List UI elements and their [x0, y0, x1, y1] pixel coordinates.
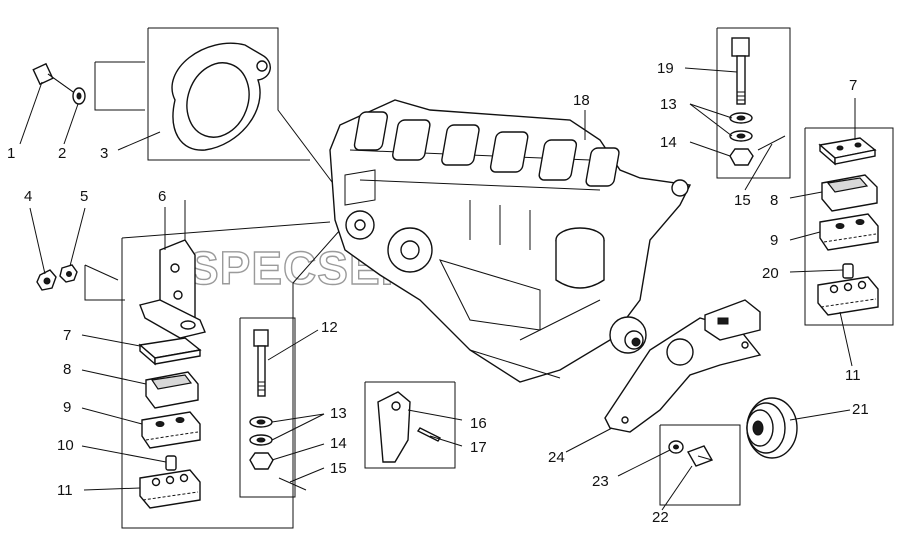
callout-15-left: 15	[330, 460, 347, 477]
front-bracket	[604, 299, 762, 433]
callout-17: 17	[470, 439, 487, 456]
callout-10: 10	[57, 437, 74, 454]
callout-9-left: 9	[63, 399, 71, 416]
frame-flange-group-bottom	[147, 28, 310, 161]
callout-16: 16	[470, 415, 487, 432]
callout-6: 6	[158, 188, 166, 205]
callout-7-right: 7	[849, 77, 857, 94]
callout-24: 24	[548, 449, 565, 466]
frame-left-mount	[121, 229, 341, 529]
callout-11-right: 11	[845, 367, 861, 384]
bracket-left	[139, 200, 206, 339]
frame-flange-group	[148, 27, 339, 191]
callout-1: 1	[7, 145, 15, 162]
cotter-bracket	[377, 391, 442, 463]
pulley-assembly	[668, 397, 798, 467]
frame-right-mount	[804, 127, 894, 326]
callout-4: 4	[24, 188, 32, 205]
frame-nut-side	[84, 265, 125, 301]
callout-13-left: 13	[330, 405, 347, 422]
right-pad-stack	[817, 137, 879, 316]
callout-11-left: 11	[57, 482, 73, 499]
callout-3: 3	[100, 145, 108, 162]
callout-9-right: 9	[770, 232, 778, 249]
callout-numbers: 1 2 3 4 5 6 7 8 9 10 11 12 13 14 15 16 1…	[7, 60, 869, 526]
callout-23: 23	[592, 473, 609, 490]
callout-22: 22	[652, 509, 669, 526]
flange-gasket	[171, 42, 271, 151]
left-pad-stack	[138, 337, 202, 509]
frame-left-mount-top	[121, 221, 331, 239]
callout-5: 5	[80, 188, 88, 205]
callout-12: 12	[321, 319, 338, 336]
callout-8-left: 8	[63, 361, 71, 378]
callout-2: 2	[58, 145, 66, 162]
callout-20: 20	[762, 265, 779, 282]
callout-15-right: 15	[734, 192, 751, 209]
callout-21: 21	[852, 401, 869, 418]
frame-right-bolt	[716, 27, 791, 179]
callout-14-right: 14	[660, 134, 677, 151]
callout-19: 19	[657, 60, 674, 77]
left-bolt-set	[249, 329, 307, 491]
bolt-and-washer	[32, 62, 86, 105]
engine-block	[329, 99, 692, 383]
nuts-4-5	[36, 264, 78, 291]
frame-bolt-side	[94, 62, 145, 111]
leader-lines	[19, 67, 856, 511]
callout-13-right: 13	[660, 96, 677, 113]
frame-left-bolt	[239, 317, 296, 498]
callout-14-left: 14	[330, 435, 347, 452]
frame-cotter	[364, 382, 456, 469]
right-bolt-set	[729, 37, 786, 166]
frame-pulley-bolt	[659, 424, 741, 506]
frame-nut-top	[84, 264, 119, 281]
callout-18: 18	[573, 92, 590, 109]
callout-8-right: 8	[770, 192, 778, 209]
callout-7-left: 7	[63, 327, 71, 344]
